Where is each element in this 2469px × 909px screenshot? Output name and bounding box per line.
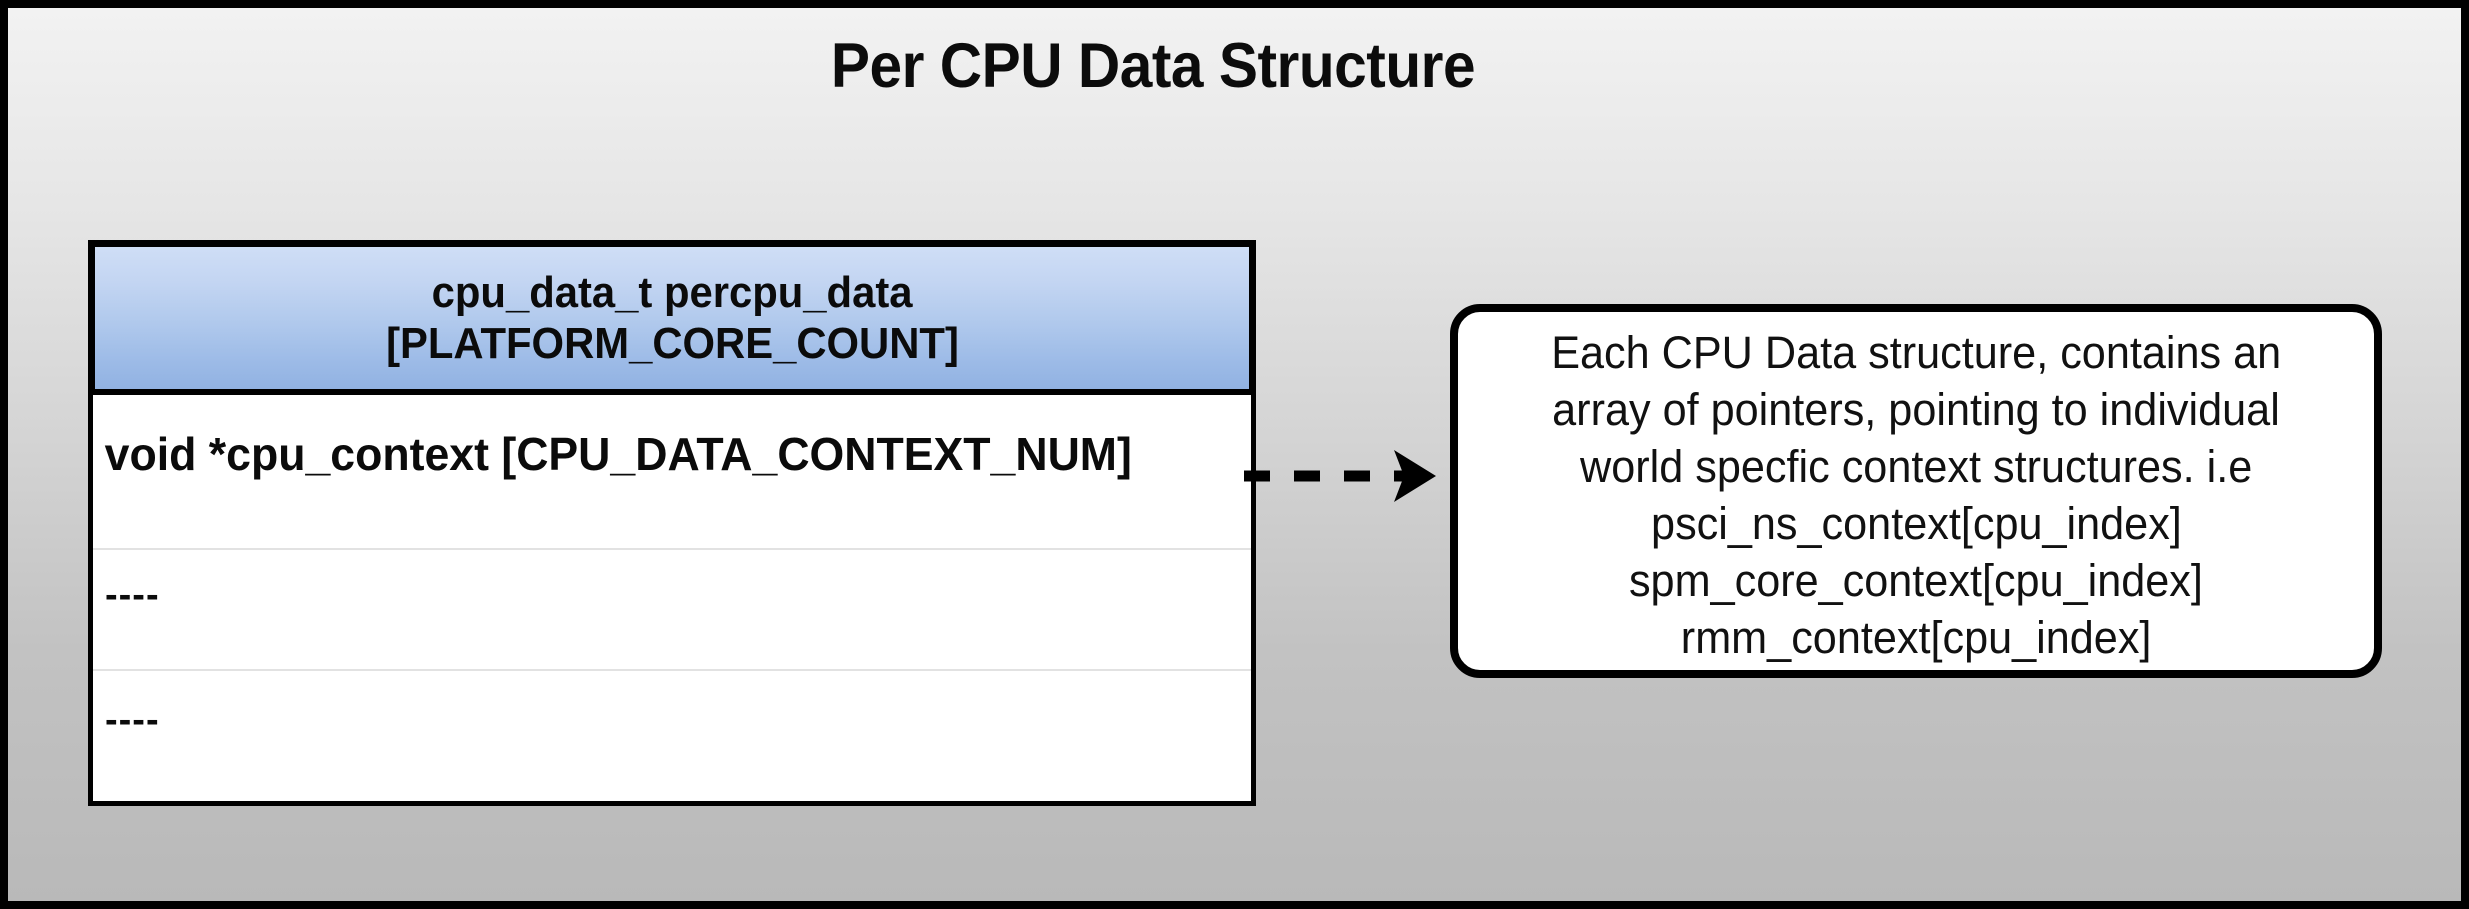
- callout-line: spm_core_context[cpu_index]: [1629, 555, 2203, 606]
- arrowhead-icon: [1394, 450, 1436, 502]
- callout-line: psci_ns_context[cpu_index]: [1650, 498, 2182, 549]
- callout-line: world specfic context structures. i.e: [1579, 441, 2253, 492]
- callout-line: rmm_context[cpu_index]: [1680, 612, 2152, 663]
- dashed-arrow-connector: [1244, 450, 1436, 502]
- struct-field-label: void *cpu_context [CPU_DATA_CONTEXT_NUM]: [104, 427, 1132, 480]
- callout-line: Each CPU Data structure, contains an: [1551, 327, 2281, 378]
- percpu-data-struct-table: cpu_data_t percpu_data [PLATFORM_CORE_CO…: [88, 240, 1256, 806]
- struct-header-line-2: [PLATFORM_CORE_COUNT]: [385, 319, 959, 368]
- table-row: ----: [93, 550, 1251, 671]
- struct-field-label: ----: [105, 698, 160, 741]
- table-row: void *cpu_context [CPU_DATA_CONTEXT_NUM]: [93, 395, 1251, 550]
- struct-header-line-1: cpu_data_t percpu_data: [431, 268, 913, 317]
- struct-table-body: void *cpu_context [CPU_DATA_CONTEXT_NUM]…: [88, 390, 1256, 806]
- page-title: Per CPU Data Structure: [830, 31, 1476, 101]
- table-row: ----: [93, 671, 1251, 797]
- struct-field-label: ----: [105, 574, 160, 616]
- callout-note: Each CPU Data structure, contains an arr…: [1450, 304, 2382, 678]
- callout-line: array of pointers, pointing to individua…: [1552, 384, 2280, 435]
- struct-table-header: cpu_data_t percpu_data [PLATFORM_CORE_CO…: [88, 240, 1256, 396]
